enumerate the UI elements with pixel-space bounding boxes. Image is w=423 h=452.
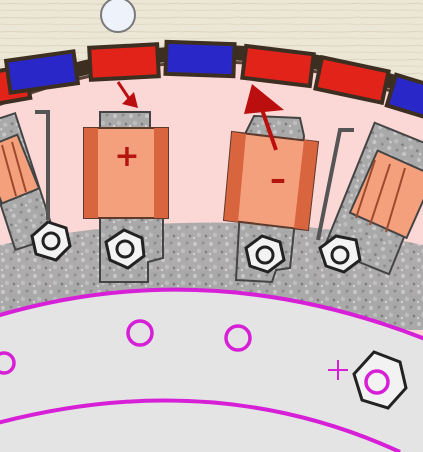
magnet-blue xyxy=(384,72,423,128)
magnet-red xyxy=(240,43,316,89)
top-bearing-circle xyxy=(100,0,136,33)
magnet-row xyxy=(0,39,423,128)
pcb-hex-nut xyxy=(328,350,408,410)
magnet-blue xyxy=(163,39,237,79)
pcb-board xyxy=(0,289,423,452)
hex-nut-4 xyxy=(318,234,362,274)
right-partial-coil xyxy=(316,121,423,276)
plus-label: + xyxy=(114,139,139,174)
coil-positive: + xyxy=(83,111,169,283)
magnet-red xyxy=(313,54,391,106)
arrow-large xyxy=(244,84,284,151)
magnet-red xyxy=(87,42,161,82)
hex-nut-1 xyxy=(30,220,72,262)
pcb-inner-arc xyxy=(0,398,401,452)
pcb-hole-1 xyxy=(0,351,16,375)
magnet-blue xyxy=(3,49,81,95)
hex-nut-3 xyxy=(244,234,286,274)
hex-nut-2 xyxy=(104,228,146,270)
minus-label: – xyxy=(270,160,286,198)
arrow-small xyxy=(116,81,138,108)
pcb-hole-2 xyxy=(126,319,154,347)
pcb-hole-3 xyxy=(224,324,252,352)
coil-negative: – xyxy=(222,114,320,284)
